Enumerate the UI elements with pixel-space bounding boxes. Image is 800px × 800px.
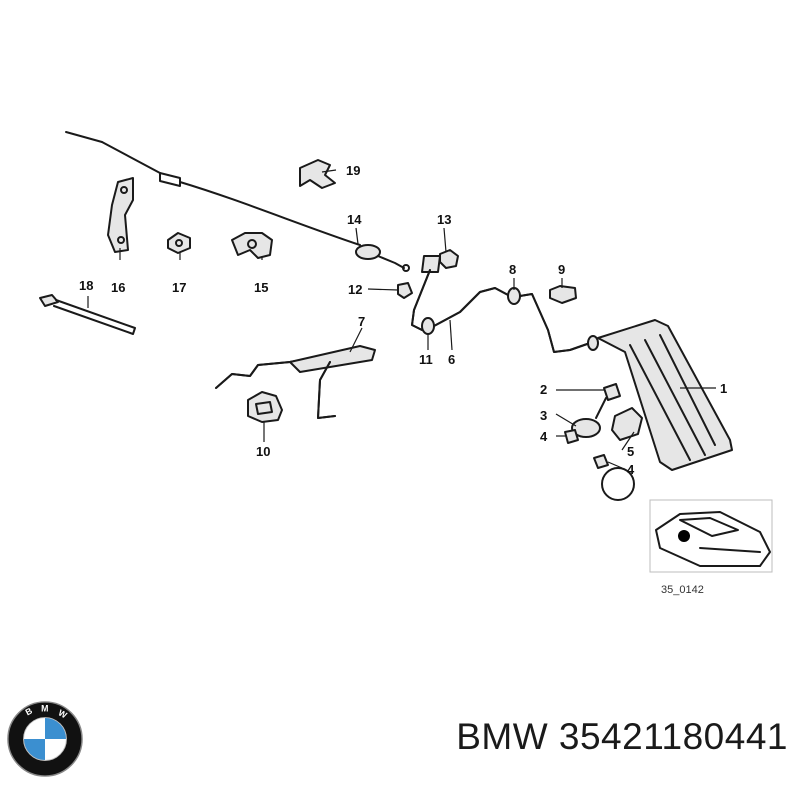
callout-10: 10: [256, 444, 270, 459]
callout-11: 11: [419, 352, 433, 367]
nut-13: [439, 249, 459, 269]
part-number-label: BMW 35421180441: [456, 716, 788, 757]
callout-2: 2: [540, 382, 547, 397]
svg-text:B: B: [24, 706, 34, 718]
callout-9: 9: [558, 262, 565, 277]
callout-1: 1: [720, 381, 727, 396]
clip-9: [549, 285, 577, 304]
car-location-inset: 35_0142: [649, 499, 773, 596]
bushing-10: [247, 391, 283, 423]
callout-15: 15: [254, 280, 268, 295]
callout-13: 13: [437, 212, 451, 227]
bolt-12: [397, 282, 413, 299]
callout-4-lower: 4: [627, 462, 635, 477]
cable-tie-18: [39, 294, 136, 335]
stop-5: [611, 407, 643, 441]
svg-text:M: M: [41, 704, 48, 714]
figure-code: 35_0142: [661, 584, 704, 596]
callout-3: 3: [540, 408, 547, 423]
nut-4b: [593, 454, 609, 469]
callout-6: 6: [448, 352, 455, 367]
callout-7: 7: [358, 314, 365, 329]
location-marker: [678, 530, 690, 542]
callout-12: 12: [348, 282, 362, 297]
callout-17: 17: [172, 280, 186, 295]
callout-5: 5: [627, 444, 634, 459]
callout-18: 18: [79, 278, 93, 293]
callouts: 19 14 13 12 8 9 16 17 15 18 7 11 6 10 1 …: [79, 163, 727, 477]
callout-8: 8: [509, 262, 516, 277]
stop-bolt-2: [595, 383, 621, 419]
callout-19: 19: [346, 163, 360, 178]
lever-7: [215, 345, 376, 419]
callout-14: 14: [347, 212, 362, 227]
holder-15: [231, 232, 273, 259]
bracket-16: [107, 177, 134, 253]
bmw-logo: B M W: [7, 701, 83, 777]
callout-16: 16: [111, 280, 125, 295]
leader-lines: [87, 169, 716, 469]
cap: [601, 467, 635, 501]
washer-3: [571, 418, 601, 438]
clip-19: [299, 159, 336, 189]
nut-4a: [564, 429, 579, 444]
accelerator-pedal-1: [597, 319, 733, 471]
callout-4: 4: [540, 429, 548, 444]
nut-clip-17: [167, 232, 191, 254]
throttle-cable: [65, 131, 410, 272]
throttle-rod-6: [411, 255, 599, 353]
